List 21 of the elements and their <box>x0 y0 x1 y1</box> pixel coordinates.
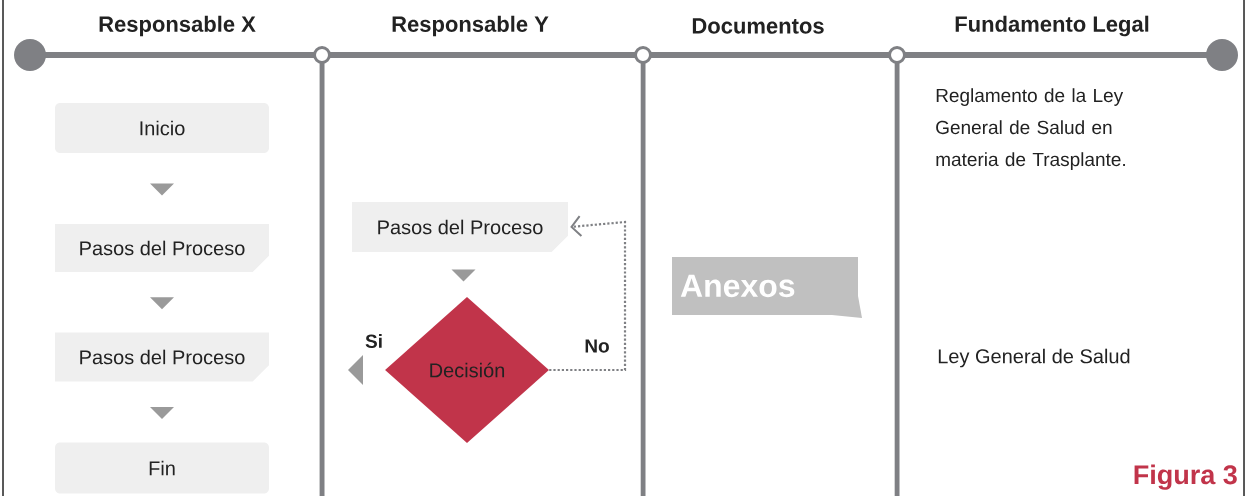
column-header: Responsable Y <box>392 15 549 37</box>
arrow <box>451 269 476 282</box>
process-box: Pasos del Proceso <box>55 224 269 272</box>
edge-label: No <box>583 338 611 354</box>
arrow <box>150 407 174 420</box>
process-box: Pasos del Proceso <box>352 202 568 252</box>
process-box: Inicio <box>55 103 269 153</box>
column-header: Fundamento Legal <box>955 15 1149 37</box>
legal-reference: Reglamento de la Ley General de Salud en materia de Trasplante. <box>936 88 1125 170</box>
speech-bubble: Anexos <box>672 257 862 318</box>
legal-reference: Ley General de Salud <box>938 348 1130 368</box>
column-header: Responsable X <box>99 15 256 37</box>
column-header: Documentos <box>692 18 824 34</box>
edge-label: Si <box>364 333 384 349</box>
figure-caption: Figura 3 <box>1134 464 1237 490</box>
arrow <box>348 355 363 385</box>
process-box: Fin <box>55 442 269 494</box>
arrow <box>150 297 174 310</box>
arrow <box>549 215 627 372</box>
arrow <box>150 183 174 196</box>
process-box: Pasos del Proceso <box>55 332 269 382</box>
